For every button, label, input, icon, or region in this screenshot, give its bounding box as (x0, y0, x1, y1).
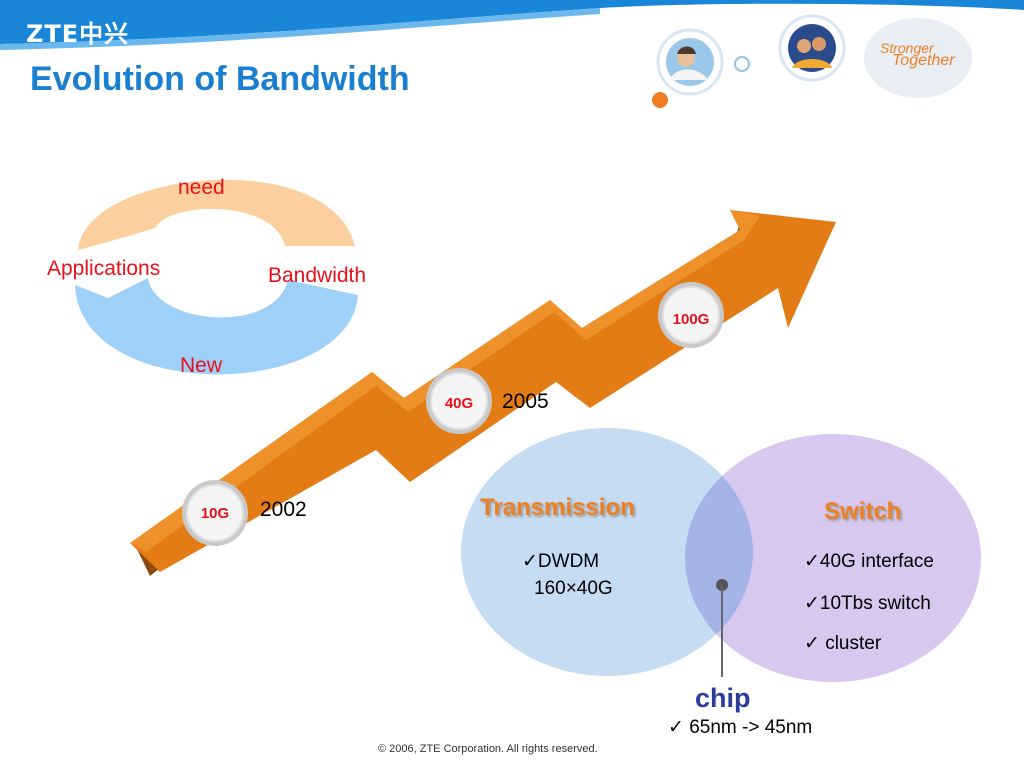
cycle-top-arrow (78, 179, 355, 250)
venn-right-item-interface: ✓40G interface (804, 551, 934, 572)
milestone-badge-40g (426, 368, 492, 434)
venn-left-item-dwdm: ✓DWDM (522, 551, 600, 572)
page-title: Evolution of Bandwidth (30, 60, 410, 98)
venn-title-switch: Switch (824, 498, 902, 525)
cycle-label-applications: Applications (47, 257, 161, 280)
copyright-text: © 2006, ZTE Corporation. All rights rese… (378, 743, 598, 755)
people-photo-icon (666, 38, 714, 86)
milestone-label-40g: 40G (444, 395, 474, 412)
milestone-label-10g: 10G (200, 505, 230, 522)
milestone-label-100g: 100G (672, 311, 710, 328)
venn-title-transmission: Transmission (480, 494, 635, 521)
chip-title: chip (695, 683, 751, 713)
chip-item-process: ✓ 65nm -> 45nm (668, 717, 813, 738)
slogan-line-1: Stronger (880, 40, 934, 56)
cycle-bottom-arrow (75, 278, 358, 375)
milestone-year-2005: 2005 (502, 390, 549, 413)
venn-right-item-cluster: ✓ cluster (804, 633, 882, 654)
slogan-line-2: Together (892, 52, 955, 69)
cycle-label-new: New (180, 354, 223, 377)
venn-right-item-switch: ✓10Tbs switch (804, 593, 931, 614)
milestone-badge-10g (182, 480, 248, 546)
venn-left-circle (461, 428, 753, 676)
milestone-year-2002: 2002 (260, 498, 307, 521)
venn-diagram (461, 428, 981, 682)
zte-logo: ZTE中兴 (26, 20, 130, 48)
cycle-label-need: need (178, 176, 225, 199)
venn-left-item-capacity: 160×40G (534, 578, 613, 599)
team-photo-icon (788, 24, 836, 72)
venn-right-circle (685, 434, 981, 682)
cycle-diagram (75, 179, 358, 375)
milestone-badge-100g (658, 282, 724, 348)
cycle-label-bandwidth: Bandwidth (268, 264, 367, 287)
